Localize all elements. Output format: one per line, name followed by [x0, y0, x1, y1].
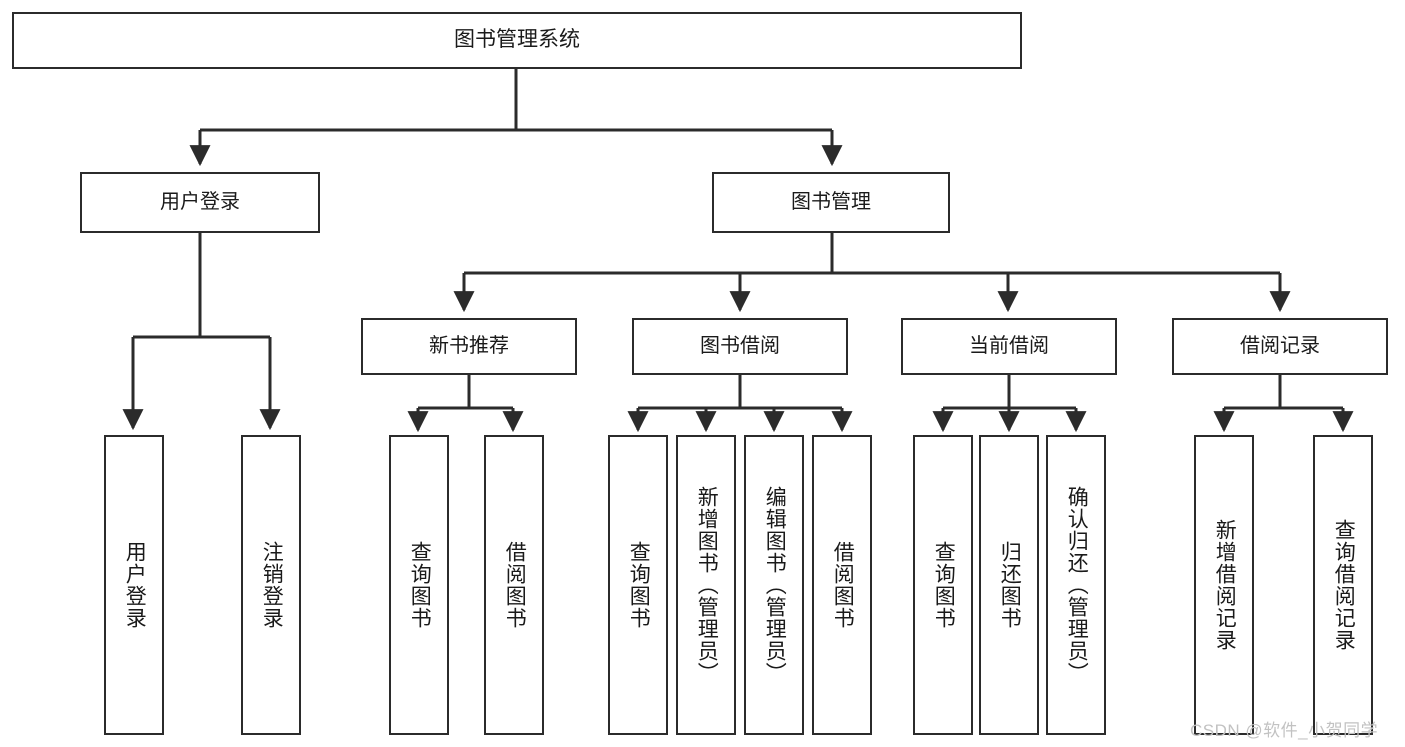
- node-root-label: 图书管理系统: [454, 28, 580, 52]
- leaf-query-book-1[interactable]: 查询图书: [389, 435, 449, 735]
- leaf-add-book[interactable]: 新增图书（管理员）: [676, 435, 736, 735]
- node-book-manage[interactable]: 图书管理: [712, 172, 950, 233]
- leaf-edit-book[interactable]: 编辑图书（管理员）: [744, 435, 804, 735]
- leaf-add-book-label: 新增图书（管理员）: [695, 486, 719, 684]
- leaf-user-logout-label: 注销登录: [260, 541, 284, 629]
- leaf-query-book-1-label: 查询图书: [408, 541, 432, 629]
- leaf-add-record-label: 新增借阅记录: [1213, 519, 1237, 651]
- node-book-borrow[interactable]: 图书借阅: [632, 318, 848, 375]
- leaf-query-book-2-label: 查询图书: [627, 541, 651, 629]
- leaf-add-record[interactable]: 新增借阅记录: [1194, 435, 1254, 735]
- leaf-confirm-return[interactable]: 确认归还（管理员）: [1046, 435, 1106, 735]
- leaf-confirm-return-label: 确认归还（管理员）: [1065, 486, 1089, 684]
- leaf-query-record[interactable]: 查询借阅记录: [1313, 435, 1373, 735]
- leaf-user-login[interactable]: 用户登录: [104, 435, 164, 735]
- leaf-return-book[interactable]: 归还图书: [979, 435, 1039, 735]
- leaf-user-login-label: 用户登录: [123, 541, 147, 629]
- leaf-query-record-label: 查询借阅记录: [1332, 519, 1356, 651]
- node-current-borrow[interactable]: 当前借阅: [901, 318, 1117, 375]
- leaf-borrow-book-1-label: 借阅图书: [503, 541, 527, 629]
- leaf-edit-book-label: 编辑图书（管理员）: [763, 486, 787, 684]
- node-root[interactable]: 图书管理系统: [12, 12, 1022, 69]
- node-current-borrow-label: 当前借阅: [969, 335, 1049, 357]
- node-borrow-record-label: 借阅记录: [1240, 335, 1320, 357]
- node-new-book-recommend[interactable]: 新书推荐: [361, 318, 577, 375]
- leaf-return-book-label: 归还图书: [998, 541, 1022, 629]
- leaf-query-book-2[interactable]: 查询图书: [608, 435, 668, 735]
- watermark: CSDN @软件_小贺同学: [1190, 721, 1379, 740]
- node-borrow-record[interactable]: 借阅记录: [1172, 318, 1388, 375]
- leaf-borrow-book-2-label: 借阅图书: [831, 541, 855, 629]
- node-user-login[interactable]: 用户登录: [80, 172, 320, 233]
- node-new-book-recommend-label: 新书推荐: [429, 335, 509, 357]
- leaf-query-book-3[interactable]: 查询图书: [913, 435, 973, 735]
- node-book-manage-label: 图书管理: [791, 191, 871, 213]
- node-user-login-label: 用户登录: [160, 191, 240, 213]
- leaf-borrow-book-1[interactable]: 借阅图书: [484, 435, 544, 735]
- leaf-query-book-3-label: 查询图书: [932, 541, 956, 629]
- node-book-borrow-label: 图书借阅: [700, 335, 780, 357]
- leaf-borrow-book-2[interactable]: 借阅图书: [812, 435, 872, 735]
- leaf-user-logout[interactable]: 注销登录: [241, 435, 301, 735]
